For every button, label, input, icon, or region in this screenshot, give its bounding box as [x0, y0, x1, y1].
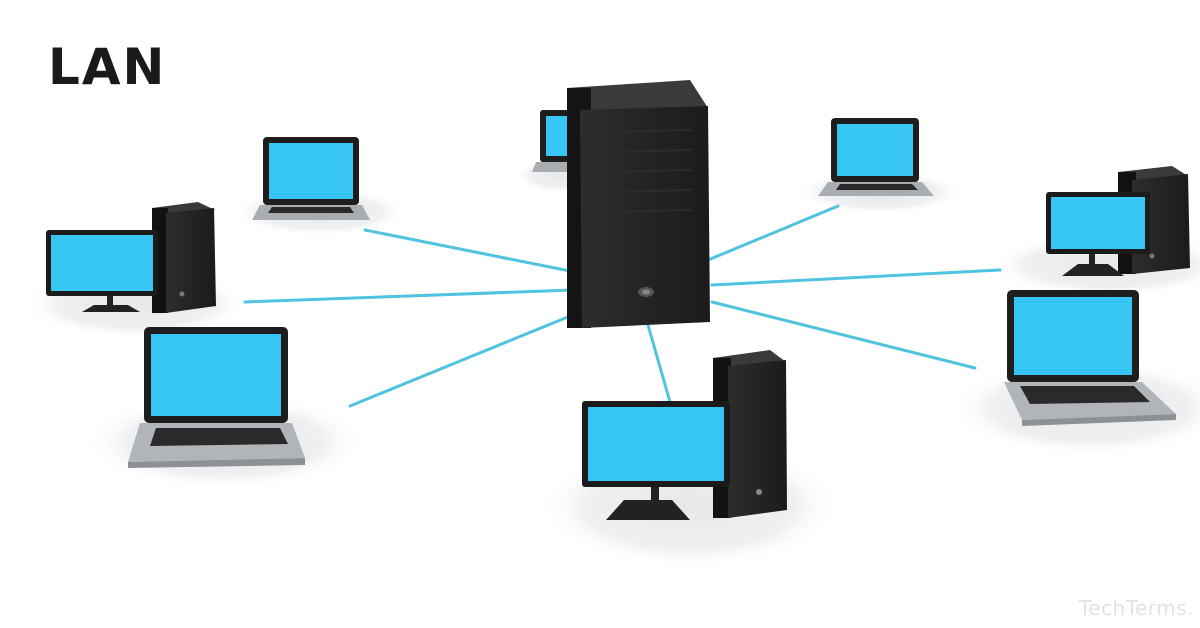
laptop-icon [1004, 290, 1176, 426]
node-laptop-top-right [818, 118, 934, 196]
link-desktop-bottom [646, 323, 672, 404]
network-links [243, 204, 1002, 408]
desktop-icon [46, 202, 216, 313]
link-desktop-right [710, 268, 1002, 287]
server-tower [567, 80, 710, 328]
desktop-icon [582, 350, 787, 520]
laptop-icon [252, 137, 370, 220]
laptop-icon [818, 118, 934, 196]
link-laptop-left [348, 310, 582, 408]
link-laptop-top-right [706, 204, 840, 262]
node-desktop-left [46, 202, 216, 313]
node-laptop-left [128, 327, 305, 468]
link-laptop-right [710, 300, 977, 370]
desktop-icon [1046, 166, 1190, 276]
link-laptop-top-left [363, 228, 577, 274]
node-desktop-bottom [582, 350, 787, 520]
server-icon [567, 80, 710, 328]
node-laptop-right [1004, 290, 1176, 426]
node-laptop-top-left [252, 137, 370, 220]
laptop-icon [128, 327, 305, 468]
watermark: TechTerms. [1078, 596, 1194, 620]
diagram-title: LAN [48, 38, 167, 96]
node-desktop-right [1046, 166, 1190, 276]
link-desktop-left [243, 288, 574, 304]
